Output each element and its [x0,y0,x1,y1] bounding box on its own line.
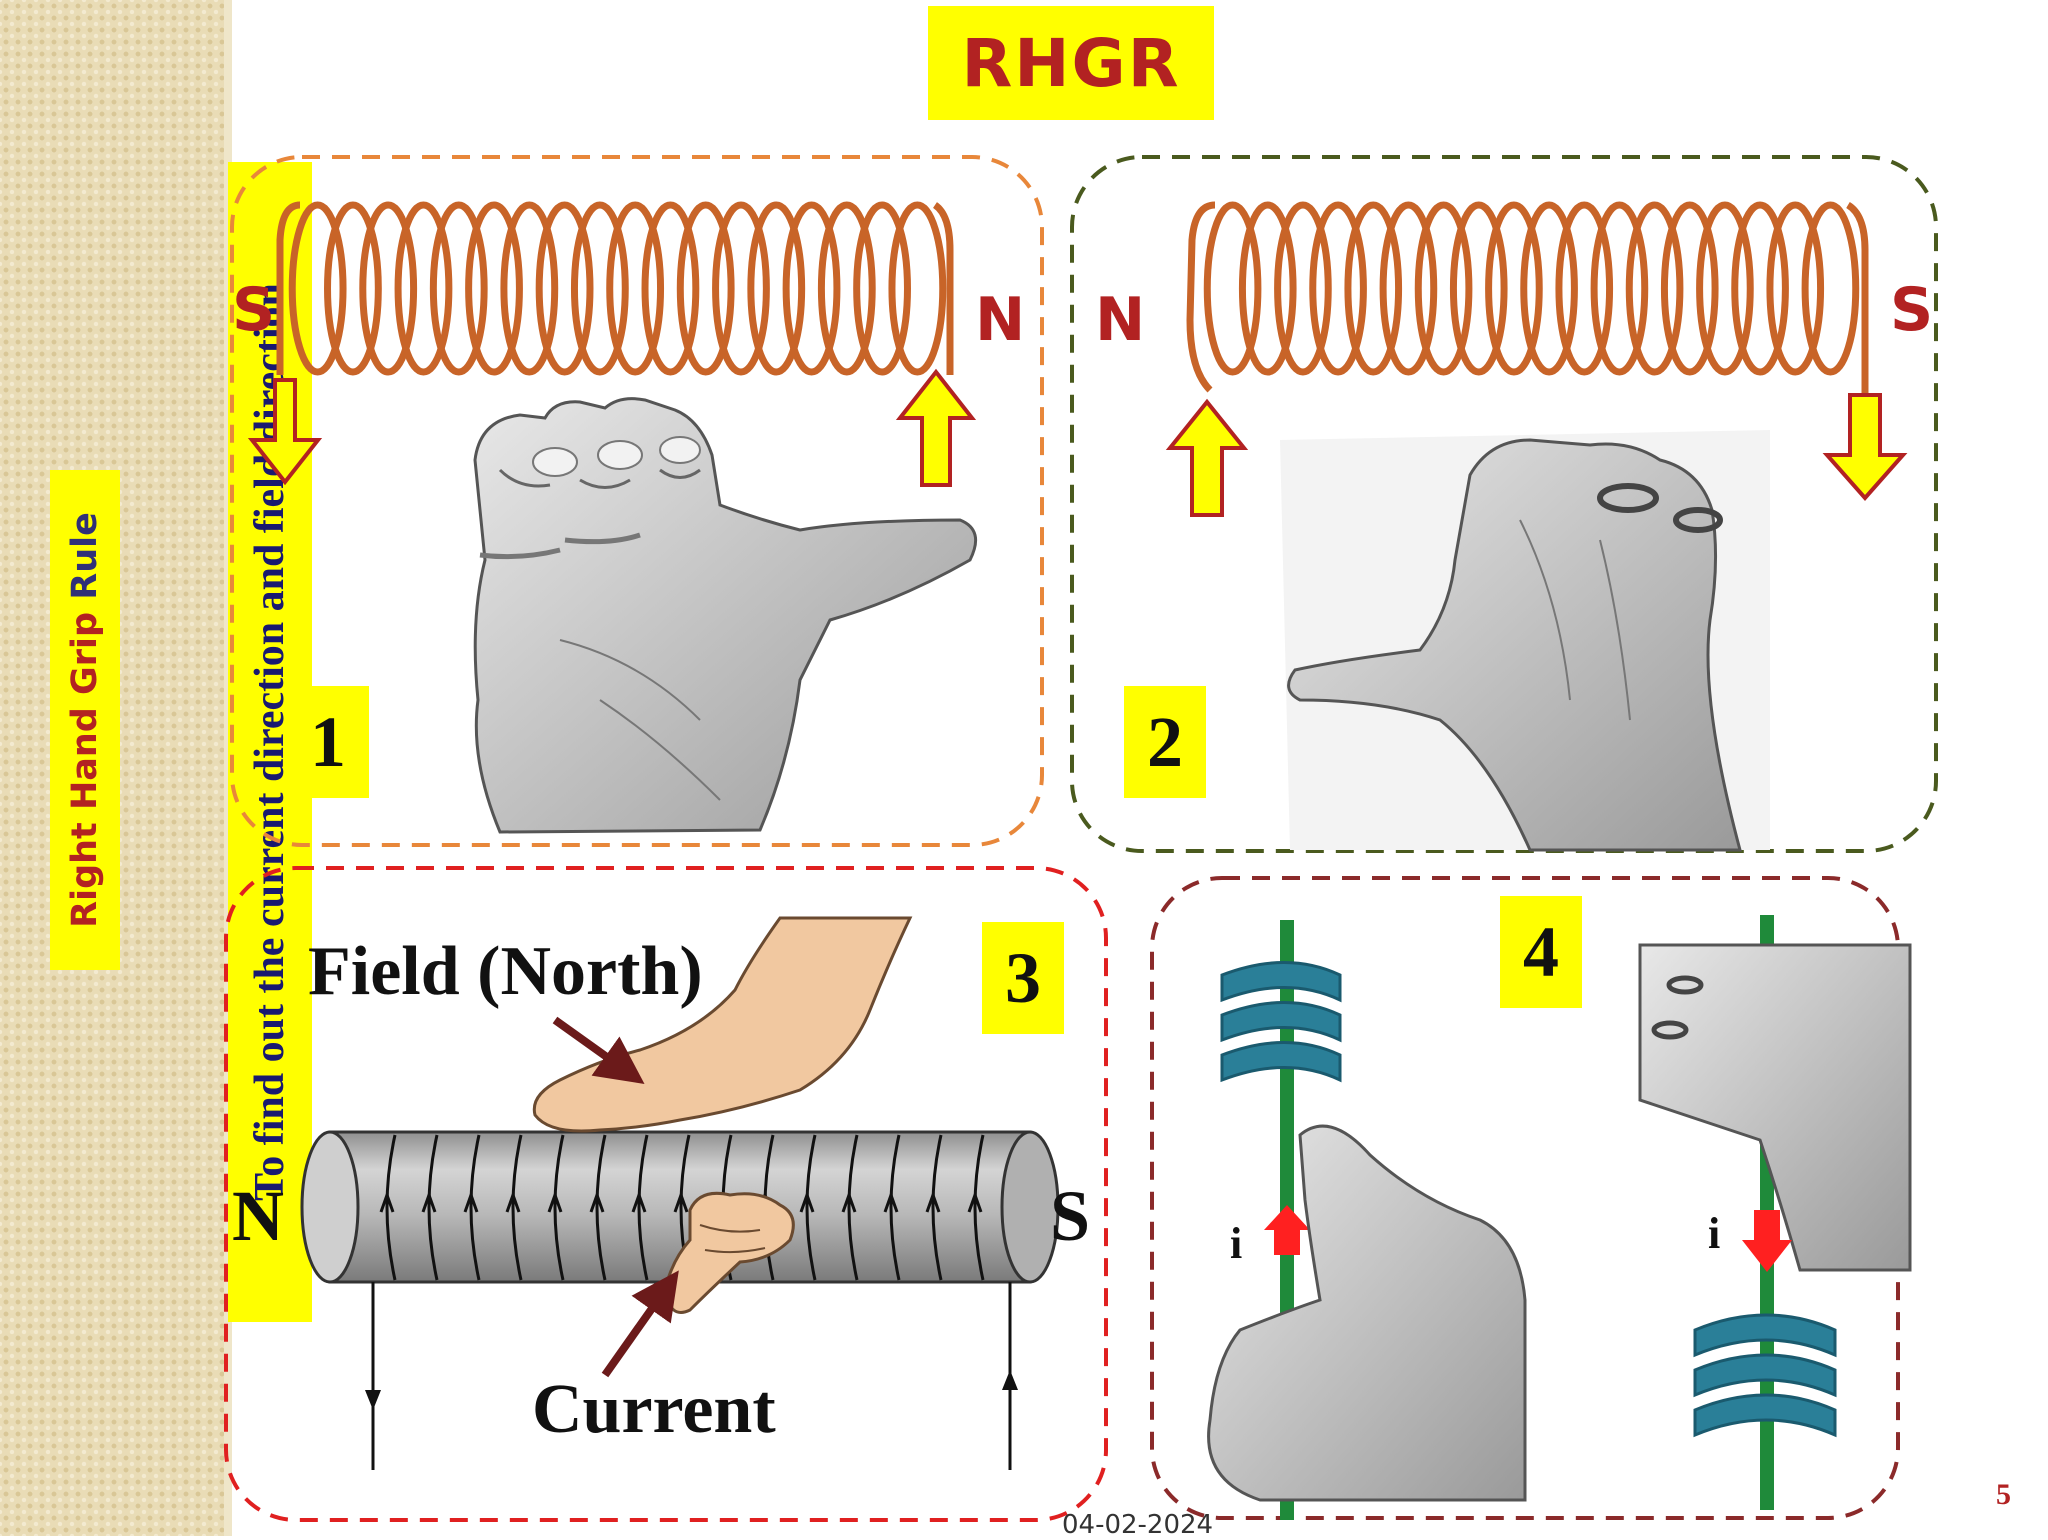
panel-1-border [230,155,1044,847]
coil-turn [1449,201,1508,376]
current-symbol-right: i [1708,1209,1721,1258]
solenoid-current-arrow [421,1190,437,1213]
wire-panel-4-left [1207,920,1527,1520]
panel-2-right-pole: S [1890,275,1934,345]
arrow-up-panel-1 [895,368,977,487]
solenoid-turn [637,1134,649,1281]
coil-turn [288,201,347,376]
coil-turn [712,201,770,376]
coil-turn [747,201,806,376]
solenoid-turn [595,1134,607,1281]
coil-turn [1731,201,1789,376]
arrow-up-panel-2 [1165,398,1249,517]
coil-turn [1274,201,1332,376]
coil-turn [1485,201,1543,376]
wire-panel-4-right [1638,915,1912,1510]
solenoid-current-arrow [841,1190,857,1213]
hand-illustration-panel-3 [532,916,913,1378]
coil-turn [1203,201,1262,376]
solenoid-current-arrow [463,1190,479,1213]
coil-turn [853,201,911,376]
slide-title: RHGR [928,6,1214,120]
page-number: 5 [1996,1478,2011,1511]
solenoid-turn [973,1134,985,1281]
hand-fist-panel-1 [473,397,978,834]
panel-2-left-pole: N [1095,285,1146,355]
coil-turn [1520,201,1578,376]
solenoid-current-arrow [379,1190,395,1213]
panel-2-border [1070,155,1938,853]
field-north-label: Field (North) [308,933,703,1010]
coil-turn [1309,201,1367,376]
coil-turn [888,201,947,376]
solenoid-current-arrow [967,1190,983,1213]
coil-turn [535,201,594,376]
solenoid-current-arrow [883,1190,899,1213]
coil-turn [1660,201,1719,376]
slide-date: 04-02-2024 [1062,1510,1214,1540]
coil-turn [1696,201,1754,376]
coil-turn [465,201,523,376]
panel-3-left-pole: N [232,1176,284,1256]
panel-2-number: 2 [1124,686,1206,798]
solenoid-current-arrow [505,1190,521,1213]
current-label: Current [532,1371,776,1448]
panel-1-left-pole: S [232,275,276,345]
solenoid-turn [511,1134,523,1281]
coil-turn [1379,201,1438,376]
panel-3-border [224,866,1108,1522]
arrow-down-panel-2 [1822,393,1908,502]
panel-1-right-pole: N [975,285,1026,355]
arrow-down-panel-1 [247,378,323,486]
coil-turn [1625,201,1684,376]
panel-4-number: 4 [1500,896,1582,1008]
coil-turn [1238,201,1297,376]
solenoid-current-arrow [673,1190,689,1213]
solenoid-current-arrow [589,1190,605,1213]
coil-panel-1 [276,201,954,376]
panel-3-right-pole: S [1050,1176,1091,1256]
coil-turn [1801,201,1860,376]
coil-turn [782,201,841,376]
current-symbol-left: i [1230,1219,1243,1268]
coil-turn [394,201,453,376]
solenoid-turn [469,1134,481,1281]
panel-3-number: 3 [982,922,1064,1034]
coil-turn [570,201,629,376]
solenoid-turn [553,1134,565,1281]
solenoid-turn [385,1134,397,1281]
coil-turn [429,201,488,376]
solenoid-current-arrow [925,1190,941,1213]
coil-turn [606,201,665,376]
solenoid-turn [931,1134,943,1281]
solenoid-turn [427,1134,439,1281]
coil-turn [324,201,382,376]
solenoid-turn [889,1134,901,1281]
solenoid-current-arrow [799,1190,815,1213]
hand-back-panel-2 [1280,430,1770,852]
solenoid-turn [847,1134,859,1281]
coil-turn [817,201,876,376]
coil-turn [1555,201,1614,376]
coil-panel-2 [1186,201,1869,395]
coil-turn [641,201,700,376]
solenoid-current-arrow [631,1190,647,1213]
solenoid-turn [805,1134,817,1281]
coil-turn [1766,201,1825,376]
coil-turn [676,201,735,376]
coil-turn [1414,201,1473,376]
coil-turn [1344,201,1403,376]
coil-turn [500,201,559,376]
panel-1-number: 1 [287,686,369,798]
coil-turn [359,201,418,376]
solenoid-current-arrow [547,1190,563,1213]
coil-turn [1590,201,1649,376]
